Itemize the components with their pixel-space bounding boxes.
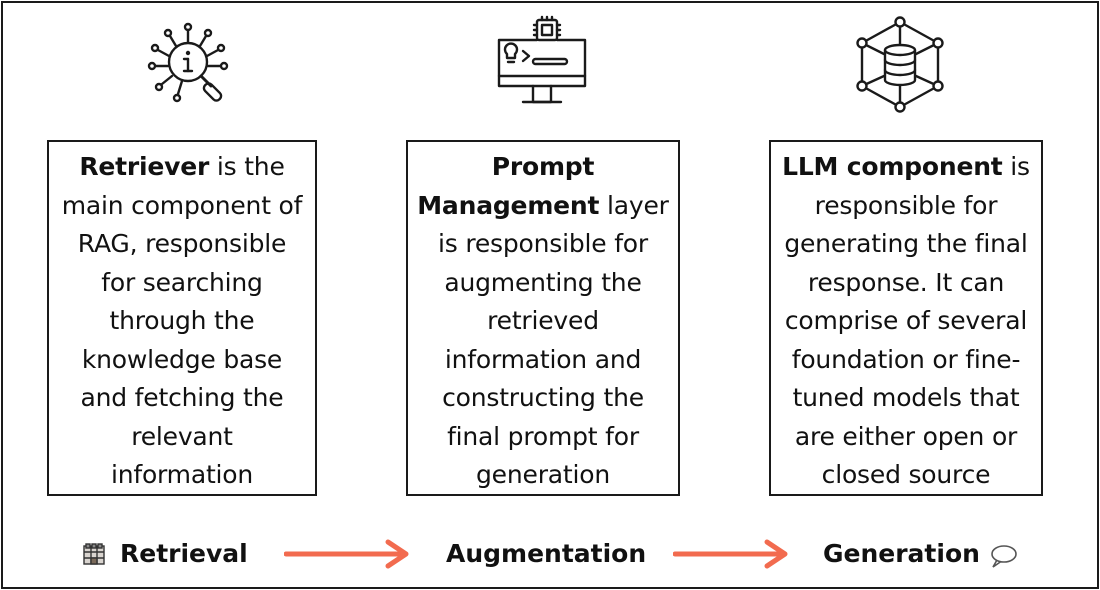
- card-text-line: comprise of several: [775, 302, 1037, 341]
- database-network-icon: [852, 14, 948, 114]
- speech-bubble-icon: [988, 543, 1018, 569]
- card-text-regular: layer: [599, 190, 669, 220]
- card-text-line: is responsible for: [412, 225, 674, 264]
- card-text-regular: response. It can: [807, 267, 1005, 297]
- card-text-bold: Retriever: [79, 152, 210, 181]
- card-text-line: constructing the: [412, 379, 674, 418]
- card-text-line: augmenting the: [412, 264, 674, 303]
- info-magnifier-network-icon: [138, 16, 238, 108]
- card-text-line: through the: [53, 302, 311, 341]
- card-text-regular: for searching: [101, 267, 263, 297]
- card-text-line: information: [53, 456, 311, 495]
- building-blocks-icon: [81, 542, 107, 568]
- card-text-line: Management layer: [412, 187, 674, 226]
- card-text-line: Retriever is the: [53, 148, 311, 187]
- card-text-regular: final prompt for: [447, 421, 639, 451]
- card-text-regular: augmenting the: [444, 267, 642, 297]
- card-text-line: responsible for: [775, 187, 1037, 226]
- card-text-line: for searching: [53, 264, 311, 303]
- card-text-line: RAG, responsible: [53, 225, 311, 264]
- card-text-bold: Prompt: [491, 152, 595, 181]
- card-text-line: knowledge base: [53, 341, 311, 380]
- card-text-regular: foundation or fine-: [791, 344, 1021, 374]
- card-text-line: main component of: [53, 187, 311, 226]
- card-text-regular: closed source: [821, 460, 991, 489]
- card-text-regular: knowledge base: [81, 344, 283, 374]
- stage-generation-label: Generation: [823, 539, 980, 568]
- card-text-regular: is: [1002, 152, 1030, 181]
- card-text-regular: constructing the: [442, 383, 644, 412]
- card-text-regular: responsible for: [814, 190, 998, 220]
- arrow-retrieval-to-augmentation: [283, 538, 412, 574]
- card-text-line: generation: [412, 456, 674, 495]
- card-text-regular: RAG, responsible: [77, 229, 287, 258]
- card-text-regular: generating the final: [784, 229, 1028, 258]
- card-text-regular: generation: [476, 460, 610, 489]
- card-text-regular: information and: [444, 344, 642, 374]
- card-text-regular: retrieved: [487, 306, 599, 335]
- card-text-line: foundation or fine-: [775, 341, 1037, 380]
- card-text-line: generating the final: [775, 225, 1037, 264]
- card-text-bold: Management: [417, 190, 600, 220]
- card-text-line: final prompt for: [412, 418, 674, 457]
- card-text-line: are either open or: [775, 418, 1037, 457]
- card-text-regular: relevant: [131, 421, 233, 451]
- card-text-regular: tuned models that: [792, 383, 1020, 412]
- stage-retrieval-label: Retrieval: [120, 539, 248, 568]
- arrow-augmentation-to-generation: [672, 538, 791, 574]
- card-text-line: LLM component is: [775, 148, 1037, 187]
- card-text-regular: is responsible for: [438, 229, 648, 258]
- card-text-line: tuned models that: [775, 379, 1037, 418]
- card-text-regular: are either open or: [794, 421, 1018, 451]
- monitor-code-chip-icon: [493, 14, 593, 112]
- card-text-regular: is the: [209, 152, 285, 181]
- card-text-line: information and: [412, 341, 674, 380]
- card-text-line: and fetching the: [53, 379, 311, 418]
- stage-augmentation-label: Augmentation: [446, 539, 647, 568]
- card-text-line: response. It can: [775, 264, 1037, 303]
- card-text-regular: and fetching the: [80, 383, 284, 412]
- card-text-regular: through the: [109, 306, 255, 335]
- card-text-line: Prompt: [412, 148, 674, 187]
- card-text-line: retrieved: [412, 302, 674, 341]
- card-text-line: relevant: [53, 418, 311, 457]
- card-text-regular: information: [110, 460, 254, 489]
- card-text-bold: LLM component: [782, 152, 1003, 181]
- card-text-regular: comprise of several: [784, 306, 1028, 335]
- card-text-line: closed source: [775, 456, 1037, 495]
- card-text-regular: main component of: [61, 190, 303, 220]
